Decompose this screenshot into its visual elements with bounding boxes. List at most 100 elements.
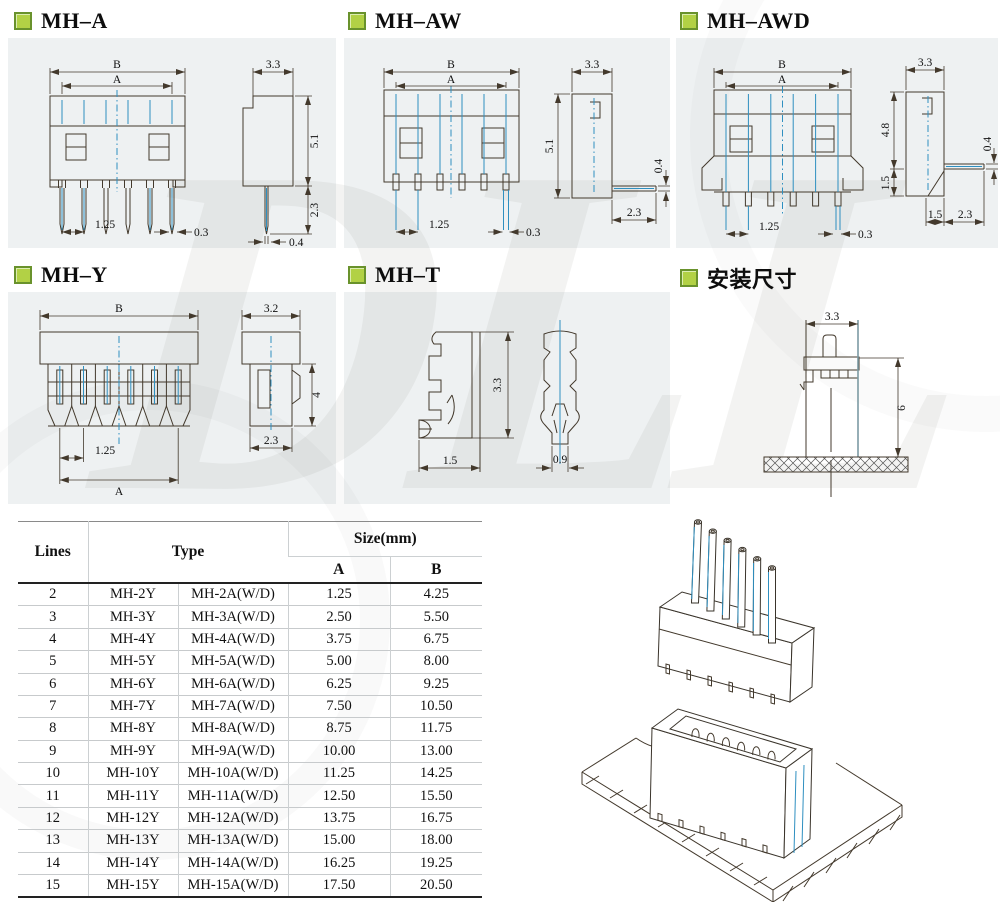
section-title-install: 安装尺寸 xyxy=(680,262,797,294)
table-cell: 5.00 xyxy=(287,650,390,673)
dim-label-w: 3.3 xyxy=(918,57,933,69)
table-cell: 16.75 xyxy=(389,806,482,830)
dim-label-h: 4 xyxy=(311,392,323,398)
green-square-icon xyxy=(680,12,698,30)
table-cell: 1.25 xyxy=(287,582,390,606)
green-square-icon xyxy=(14,12,32,30)
table-cell: 19.25 xyxy=(389,851,482,875)
dim-label-d: 2.3 xyxy=(264,435,279,447)
dim-label-pin: 0.3 xyxy=(526,227,541,239)
mh-t-drawing: 3.3 1.5 0.9 xyxy=(418,320,584,472)
table-cell: MH-6A(W/D) xyxy=(177,672,288,696)
dim-label-a: A xyxy=(115,486,124,498)
table-cell: MH-15Y xyxy=(87,873,178,898)
table-cell: 10.50 xyxy=(389,694,482,718)
table-cell: MH-9A(W/D) xyxy=(177,739,288,763)
dim-label-tail: 2.3 xyxy=(627,207,642,219)
dim-label-b: B xyxy=(447,59,455,71)
table-cell: 7.50 xyxy=(287,694,390,718)
table-cell: MH-8Y xyxy=(87,717,178,741)
table-cell: 11.25 xyxy=(287,761,390,785)
table-cell: 4 xyxy=(18,627,88,651)
col-header-b: B xyxy=(389,556,482,583)
col-header-lines: Lines xyxy=(34,543,71,560)
table-cell: MH-8A(W/D) xyxy=(177,717,288,741)
dim-label-w: 3.3 xyxy=(585,59,600,71)
table-cell: MH-3Y xyxy=(87,605,178,629)
table-cell: MH-14Y xyxy=(87,851,178,875)
dim-label-b: B xyxy=(778,59,786,71)
isometric-drawing xyxy=(581,519,903,902)
table-cell: 3.75 xyxy=(287,627,390,651)
dim-label-a: A xyxy=(778,74,787,86)
section-title-mh-y: MH–Y xyxy=(14,262,108,288)
mh-awd-drawing: B A 1.25 0.3 3.3 4.8 1.5 0.4 1.5 2.3 xyxy=(701,57,998,241)
section-title-mh-aw: MH–AW xyxy=(348,8,462,34)
table-cell: 18.00 xyxy=(389,829,482,852)
table-cell: 6 xyxy=(18,672,88,696)
table-cell: 10 xyxy=(18,761,88,785)
dim-label-w: 3.3 xyxy=(825,311,840,323)
title-text: MH–AW xyxy=(375,8,462,33)
table-cell: MH-12A(W/D) xyxy=(177,806,288,830)
table-cell: MH-12Y xyxy=(87,806,178,830)
table-cell: 12 xyxy=(18,806,88,830)
green-square-icon xyxy=(348,12,366,30)
table-cell: 6.25 xyxy=(287,672,390,696)
table-cell: 2 xyxy=(18,582,88,606)
dim-label-w2: 0.9 xyxy=(553,454,568,466)
title-text: MH–T xyxy=(375,262,441,287)
dim-label-h1: 4.8 xyxy=(880,123,892,138)
dim-label-tail: 2.3 xyxy=(309,203,321,218)
table-cell: MH-3A(W/D) xyxy=(177,605,288,629)
dim-label-w: 3.2 xyxy=(264,303,279,315)
table-cell: 6.75 xyxy=(389,627,482,651)
dim-label-f2: 2.3 xyxy=(958,209,973,221)
table-cell: 13.75 xyxy=(287,806,390,830)
dim-label-h: 5.1 xyxy=(309,134,321,149)
table-cell: MH-13Y xyxy=(87,829,178,852)
title-text: MH–AWD xyxy=(707,8,811,33)
table-cell: MH-4A(W/D) xyxy=(177,627,288,651)
table-cell: MH-15A(W/D) xyxy=(177,873,288,898)
table-cell: MH-4Y xyxy=(87,627,178,651)
table-cell: MH-7A(W/D) xyxy=(177,694,288,718)
table-cell: 9 xyxy=(18,739,88,763)
table-cell: 2.50 xyxy=(287,605,390,629)
dim-label-h: 6 xyxy=(896,405,908,411)
dim-label-tip: 0.4 xyxy=(982,137,994,152)
dim-label-h: 5.1 xyxy=(544,139,556,154)
title-text: MH–Y xyxy=(41,262,108,287)
table-cell: MH-13A(W/D) xyxy=(177,829,288,852)
table-cell: 15.50 xyxy=(389,784,482,808)
dim-label-w: 1.5 xyxy=(443,455,458,467)
dim-label-a: A xyxy=(447,74,456,86)
table-cell: 16.25 xyxy=(287,851,390,875)
install-drawing: 3.3 6 xyxy=(763,311,909,497)
table-cell: MH-10A(W/D) xyxy=(177,761,288,785)
green-square-icon xyxy=(680,269,698,287)
table-cell: 13.00 xyxy=(389,739,482,763)
dim-label-h2: 1.5 xyxy=(880,176,892,191)
dim-label-f1: 1.5 xyxy=(928,209,943,221)
dim-label-pitch: 1.25 xyxy=(759,221,779,233)
table-cell: MH-14A(W/D) xyxy=(177,851,288,875)
table-cell: 11.75 xyxy=(389,717,482,741)
section-title-mh-a: MH–A xyxy=(14,8,108,34)
mh-aw-drawing: B A 1.25 0.3 3.3 5.1 0.4 2.3 xyxy=(383,59,670,239)
section-title-mh-t: MH–T xyxy=(348,262,441,288)
table-cell: 20.50 xyxy=(389,873,482,898)
